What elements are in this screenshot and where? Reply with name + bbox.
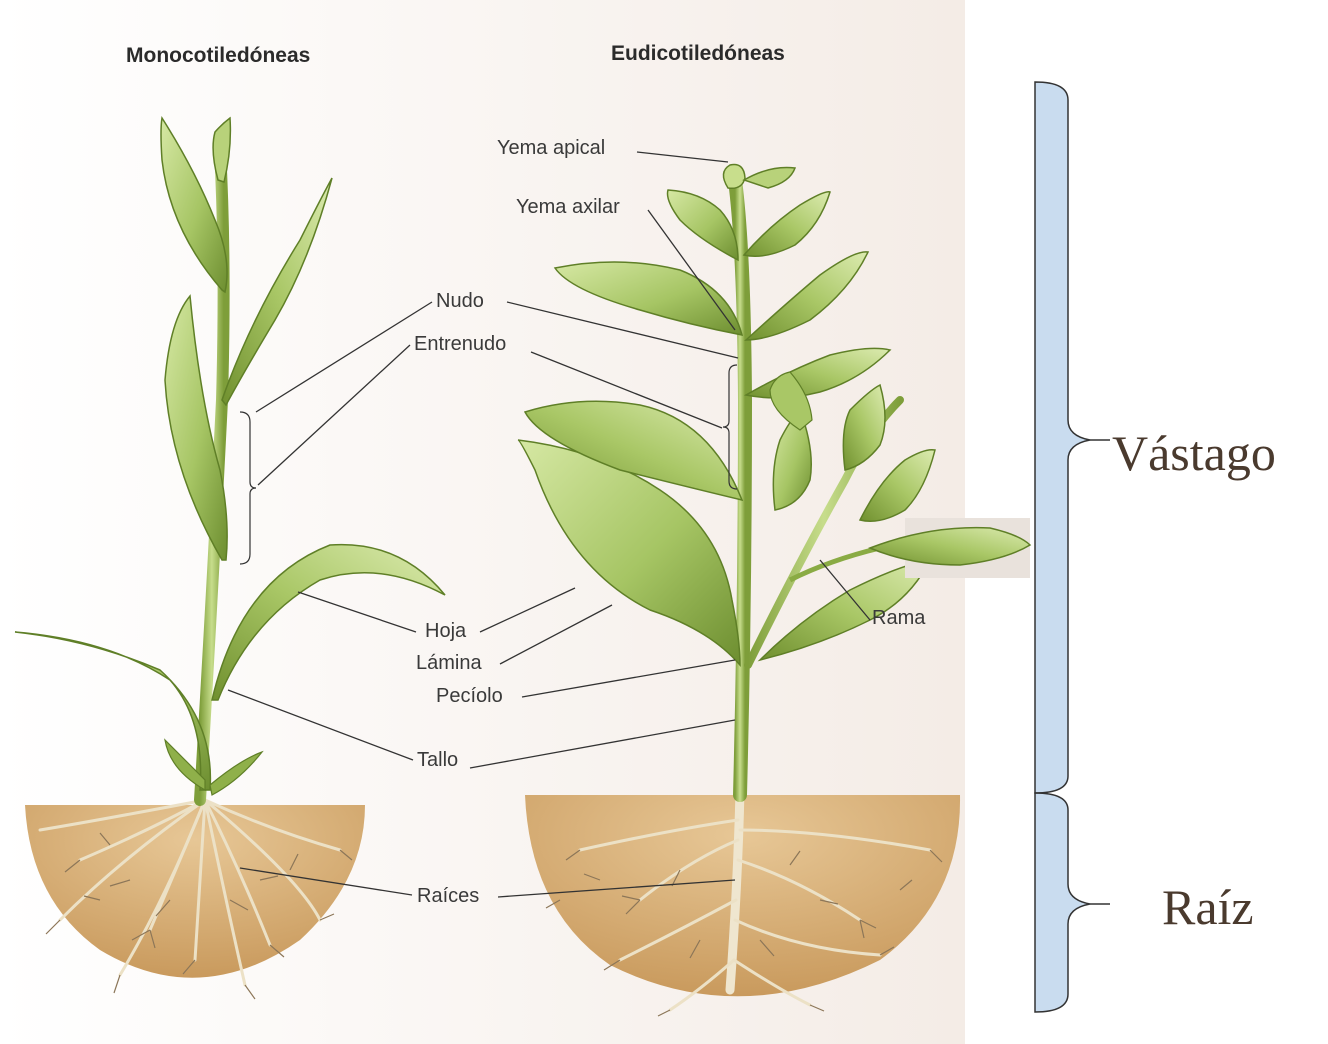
label-yema-axilar: Yema axilar bbox=[516, 197, 620, 217]
label-lamina: Lámina bbox=[416, 653, 482, 673]
label-peciolo: Pecíolo bbox=[436, 686, 503, 706]
root-brace bbox=[1035, 793, 1090, 1012]
eudicot-title: Eudicotiledóneas bbox=[611, 42, 785, 66]
region-braces bbox=[1035, 82, 1110, 1012]
region-label-root: Raíz bbox=[1162, 882, 1254, 932]
label-rama: Rama bbox=[872, 608, 925, 628]
region-label-shoot: Vástago bbox=[1112, 428, 1276, 478]
label-yema-apical: Yema apical bbox=[497, 138, 605, 158]
label-nudo: Nudo bbox=[436, 291, 484, 311]
label-tallo: Tallo bbox=[417, 750, 458, 770]
label-entrenudo: Entrenudo bbox=[414, 334, 506, 354]
apical-bud bbox=[723, 165, 745, 189]
shoot-brace bbox=[1035, 82, 1090, 793]
label-raices: Raíces bbox=[417, 886, 479, 906]
monocot-title: Monocotiledóneas bbox=[126, 44, 310, 68]
label-hoja: Hoja bbox=[425, 621, 466, 641]
